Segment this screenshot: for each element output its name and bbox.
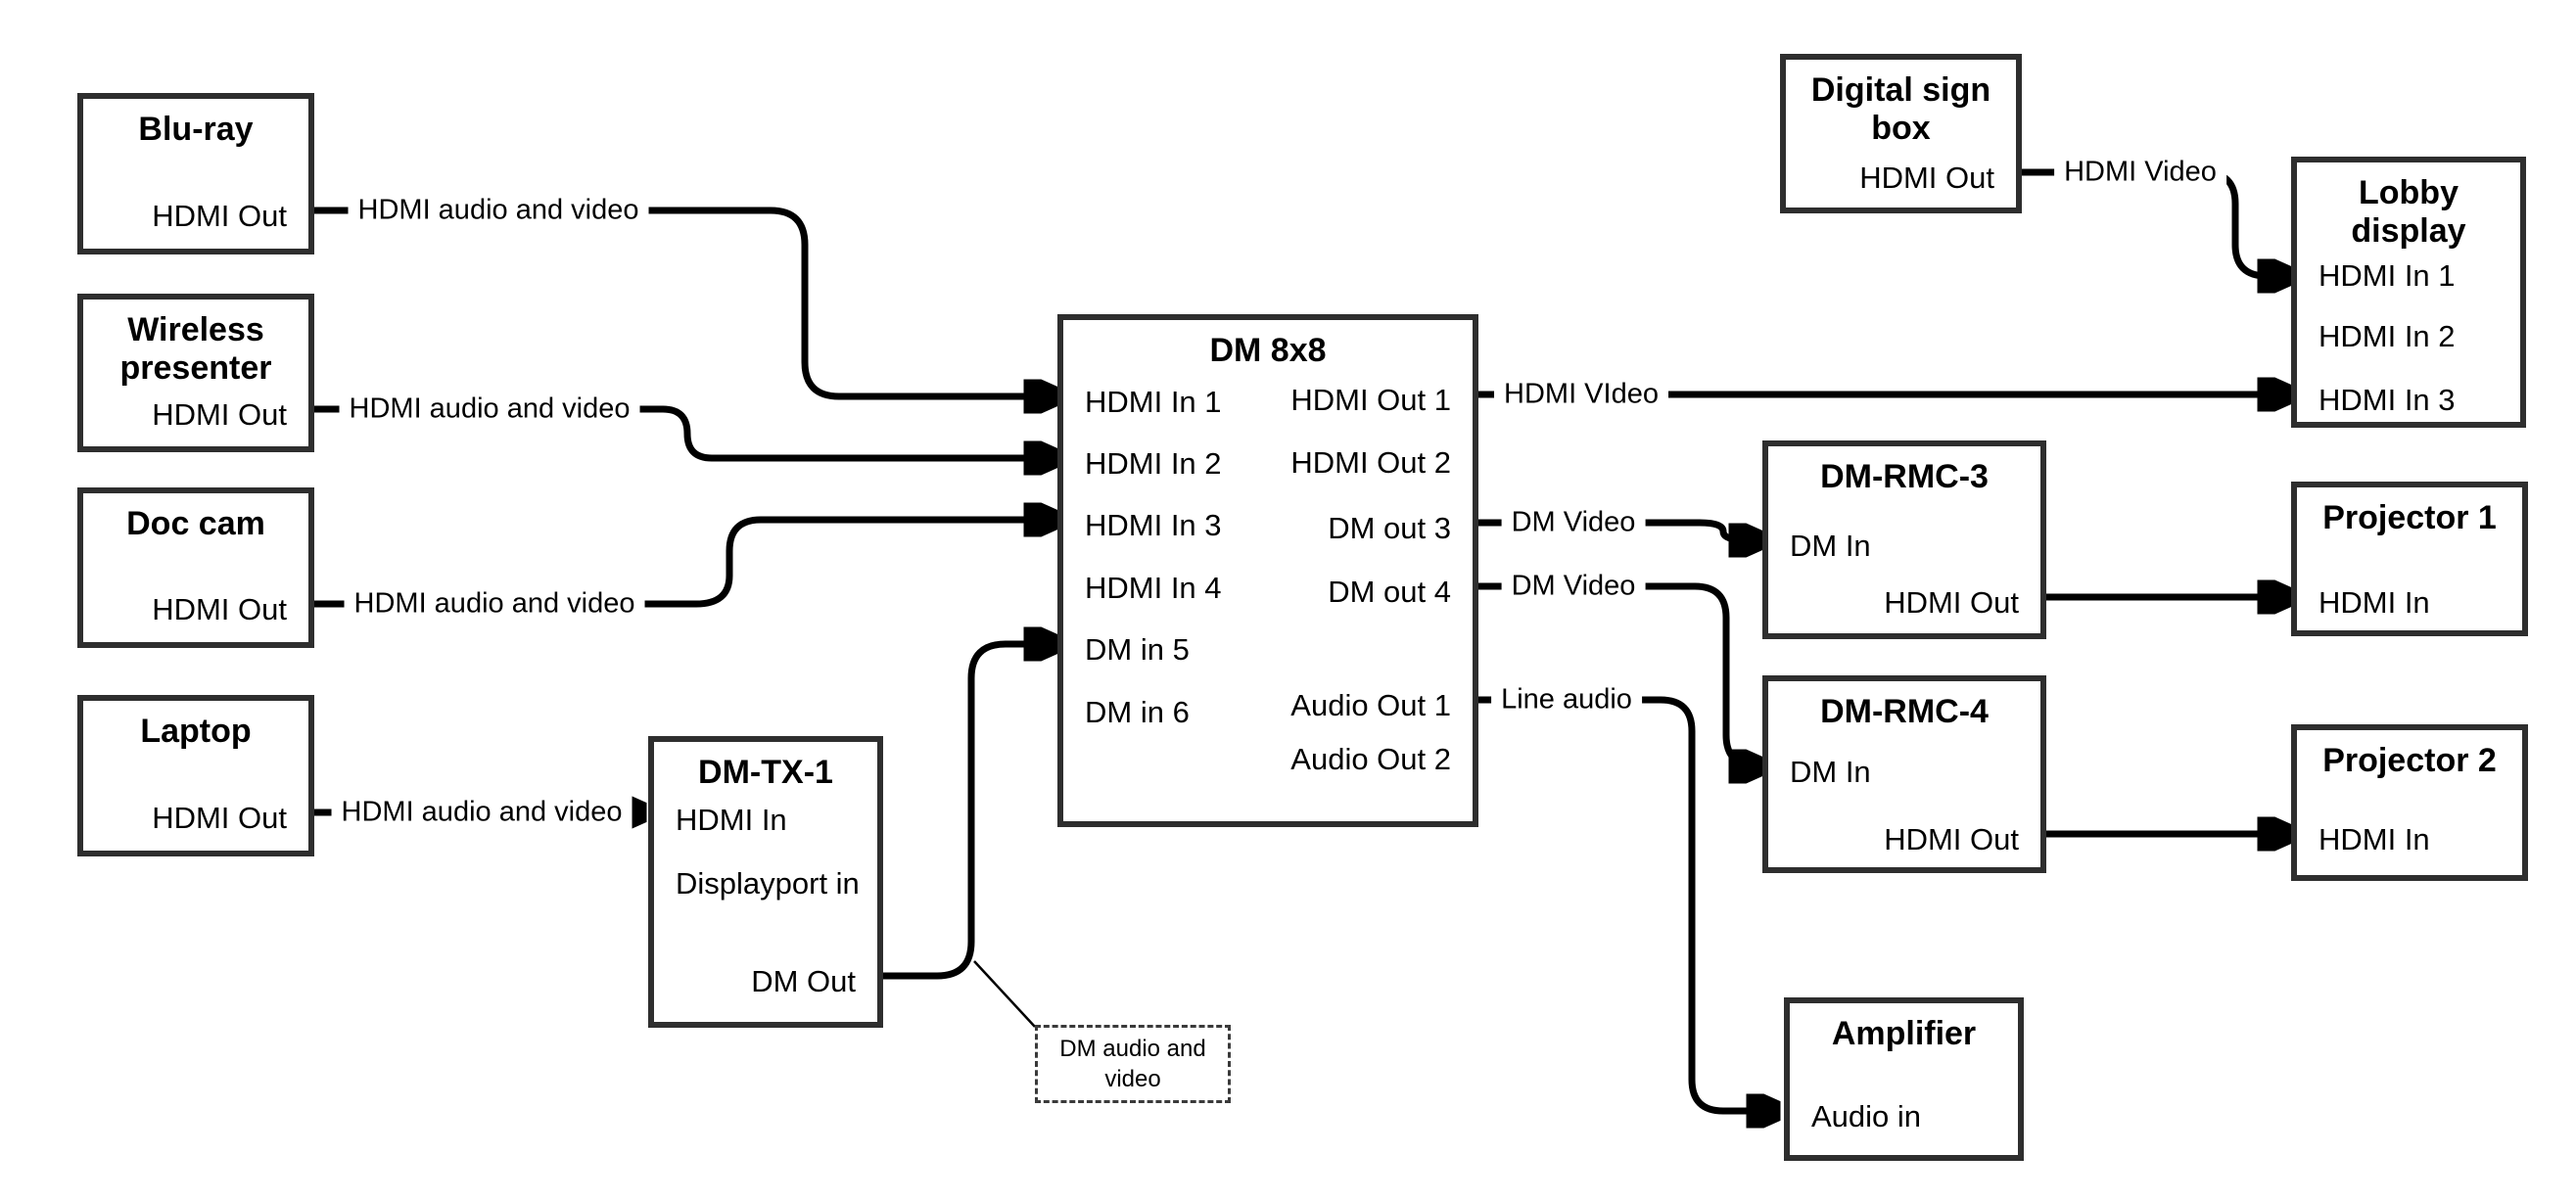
edge-label-dm-video-out4: DM Video xyxy=(1501,568,1646,605)
node-doc-cam: Doc cam HDMI Out xyxy=(77,487,314,648)
edge-wireless-to-dm8x8-in2 xyxy=(314,405,1054,458)
edge-label-hdmi-av-doccam: HDMI audio and video xyxy=(344,585,645,623)
edge-label-hdmi-video-out1: HDMI VIdeo xyxy=(1494,376,1668,413)
edge-label-hdmi-av-laptop: HDMI audio and video xyxy=(331,794,632,831)
port-hdmi-in-1: HDMI In 1 xyxy=(1085,385,1222,419)
node-amplifier: Amplifier Audio in xyxy=(1784,997,2024,1161)
port-hdmi-in: HDMI In xyxy=(2318,822,2430,856)
node-dm-tx-1: DM-TX-1 HDMI In Displayport in DM Out xyxy=(648,736,883,1028)
node-projector-2: Projector 2 HDMI In xyxy=(2291,724,2528,881)
port-hdmi-out: HDMI Out xyxy=(152,592,287,626)
node-title: Wireless presenter xyxy=(119,311,272,388)
port-dm-out-4: DM out 4 xyxy=(1328,575,1451,609)
port-hdmi-out-1: HDMI Out 1 xyxy=(1290,383,1451,417)
node-lobby-display: Lobby display HDMI In 1 HDMI In 2 HDMI I… xyxy=(2291,157,2526,428)
edge-label-dm-video-out3: DM Video xyxy=(1501,504,1646,541)
edge-doccam-to-dm8x8-in3 xyxy=(314,520,1054,608)
port-displayport-in: Displayport in xyxy=(676,866,860,901)
note-text: DM audio and video xyxy=(1059,1035,1206,1092)
port-dm-in: DM In xyxy=(1790,529,1871,563)
port-hdmi-in: HDMI In xyxy=(2318,585,2430,620)
node-title: DM-TX-1 xyxy=(698,754,833,791)
port-hdmi-out: HDMI Out xyxy=(1859,161,1994,195)
edge-label-line-audio: Line audio xyxy=(1491,681,1642,718)
edge-dm8x8-audio1-to-amplifier xyxy=(1478,696,1776,1111)
node-title: Blu-ray xyxy=(138,111,254,148)
edge-label-hdmi-video-sign: HDMI Video xyxy=(2054,154,2226,191)
node-title: Doc cam xyxy=(126,505,265,542)
port-hdmi-in-3: HDMI In 3 xyxy=(1085,508,1222,542)
port-hdmi-in-2: HDMI In 2 xyxy=(1085,446,1222,481)
port-hdmi-out: HDMI Out xyxy=(152,801,287,835)
node-laptop: Laptop HDMI Out xyxy=(77,695,314,856)
node-projector-1: Projector 1 HDMI In xyxy=(2291,482,2528,636)
port-hdmi-out: HDMI Out xyxy=(152,397,287,432)
node-title: Projector 2 xyxy=(2322,742,2497,779)
port-hdmi-out-2: HDMI Out 2 xyxy=(1290,445,1451,480)
node-dm-8x8: DM 8x8 HDMI In 1 HDMI In 2 HDMI In 3 HDM… xyxy=(1057,314,1478,827)
port-hdmi-in-1: HDMI In 1 xyxy=(2318,258,2456,293)
port-hdmi-out: HDMI Out xyxy=(1884,585,2019,620)
port-hdmi-in-2: HDMI In 2 xyxy=(2318,319,2456,353)
port-audio-in: Audio in xyxy=(1811,1099,1922,1133)
edge-dm8x8-out4-to-rmc4-dmin xyxy=(1478,582,1758,766)
edge-label-hdmi-av-wireless: HDMI audio and video xyxy=(339,391,640,428)
node-title: Laptop xyxy=(140,713,252,750)
node-wireless-presenter: Wireless presenter HDMI Out xyxy=(77,294,314,452)
node-title: Lobby display xyxy=(2351,174,2466,251)
port-audio-out-1: Audio Out 1 xyxy=(1290,688,1451,722)
node-dm-rmc-3: DM-RMC-3 DM In HDMI Out xyxy=(1762,440,2046,639)
node-dm-rmc-4: DM-RMC-4 DM In HDMI Out xyxy=(1762,675,2046,873)
note-dm-audio-video: DM audio and video xyxy=(1035,1025,1231,1103)
port-hdmi-in-3: HDMI In 3 xyxy=(2318,383,2456,417)
port-dm-in: DM In xyxy=(1790,755,1871,789)
node-blu-ray: Blu-ray HDMI Out xyxy=(77,93,314,254)
port-dm-in-6: DM in 6 xyxy=(1085,695,1190,729)
node-title: Amplifier xyxy=(1831,1015,1977,1052)
node-title: Digital sign box xyxy=(1810,71,1991,148)
port-hdmi-out: HDMI Out xyxy=(1884,822,2019,856)
node-title: DM-RMC-3 xyxy=(1820,458,1989,495)
port-dm-out: DM Out xyxy=(751,964,856,998)
port-hdmi-in-4: HDMI In 4 xyxy=(1085,571,1222,605)
port-audio-out-2: Audio Out 2 xyxy=(1290,742,1451,776)
edge-dmtx1-dmout-to-dm8x8-in5 xyxy=(882,644,1054,980)
edge-bluray-to-dm8x8-in1 xyxy=(314,207,1054,396)
port-dm-in-5: DM in 5 xyxy=(1085,632,1190,667)
node-title: Projector 1 xyxy=(2322,499,2497,536)
port-hdmi-out: HDMI Out xyxy=(152,199,287,233)
edge-dm8x8-out3-to-rmc3-dmin xyxy=(1478,519,1758,540)
note-leader-line xyxy=(973,960,1036,1028)
node-title: DM 8x8 xyxy=(1209,332,1327,369)
port-hdmi-in: HDMI In xyxy=(676,803,787,837)
port-dm-out-3: DM out 3 xyxy=(1328,511,1451,545)
edge-label-hdmi-av-bluray: HDMI audio and video xyxy=(348,192,649,229)
node-title: DM-RMC-4 xyxy=(1820,693,1989,730)
node-digital-sign-box: Digital sign box HDMI Out xyxy=(1780,54,2022,213)
